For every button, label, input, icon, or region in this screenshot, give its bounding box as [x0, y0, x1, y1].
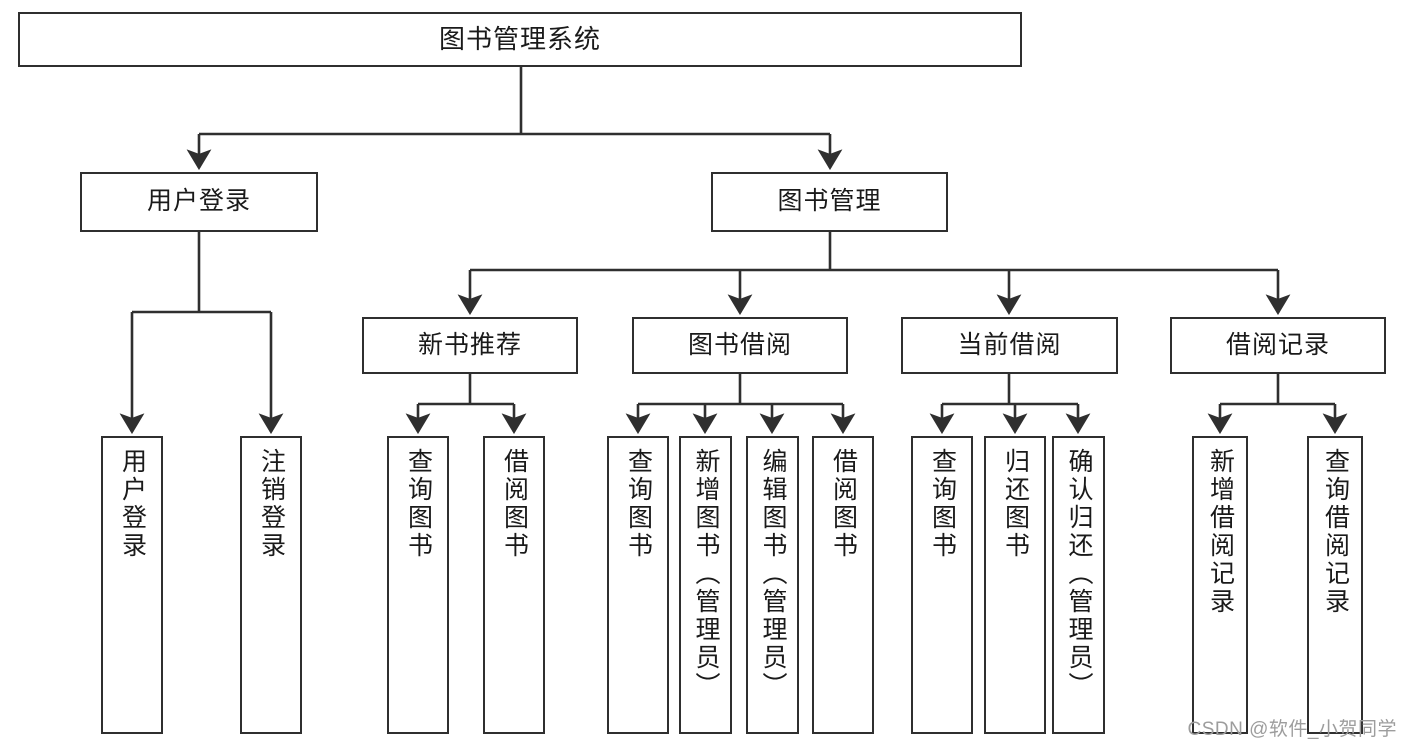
node-root[interactable]: 图书管理系统 — [18, 12, 1022, 67]
node-leaf-borrow-book-2-label: 借阅图书 — [829, 448, 858, 560]
node-leaf-confirm-return[interactable]: 确认归还（管理员） — [1052, 436, 1105, 734]
node-borrow-record[interactable]: 借阅记录 — [1170, 317, 1386, 374]
node-leaf-return-book[interactable]: 归还图书 — [984, 436, 1046, 734]
node-book-borrow-label: 图书借阅 — [687, 330, 792, 359]
node-user-login[interactable]: 用户登录 — [80, 172, 318, 232]
node-leaf-borrow-book-1-label: 借阅图书 — [500, 448, 529, 560]
node-leaf-query-book-3-label: 查询图书 — [928, 448, 957, 560]
node-leaf-query-book-1-label: 查询图书 — [404, 448, 433, 560]
node-leaf-add-record[interactable]: 新增借阅记录 — [1192, 436, 1248, 734]
node-leaf-user-logout[interactable]: 注销登录 — [240, 436, 302, 734]
node-leaf-edit-book[interactable]: 编辑图书（管理员） — [746, 436, 799, 734]
node-leaf-user-logout-label: 注销登录 — [257, 448, 286, 560]
node-leaf-add-book[interactable]: 新增图书（管理员） — [679, 436, 732, 734]
node-current-borrow-label: 当前借阅 — [957, 330, 1062, 359]
node-new-book-recommend-label: 新书推荐 — [417, 330, 522, 359]
node-new-book-recommend[interactable]: 新书推荐 — [362, 317, 578, 374]
node-current-borrow[interactable]: 当前借阅 — [901, 317, 1118, 374]
node-leaf-borrow-book-2[interactable]: 借阅图书 — [812, 436, 874, 734]
node-leaf-return-book-label: 归还图书 — [1001, 448, 1030, 560]
node-book-manage-label: 图书管理 — [777, 187, 882, 216]
node-leaf-query-book-2[interactable]: 查询图书 — [607, 436, 669, 734]
node-root-label: 图书管理系统 — [438, 24, 601, 55]
node-leaf-query-book-3[interactable]: 查询图书 — [911, 436, 973, 734]
node-leaf-query-book-1[interactable]: 查询图书 — [387, 436, 449, 734]
node-leaf-edit-book-label: 编辑图书（管理员） — [759, 448, 787, 700]
node-leaf-add-book-label: 新增图书（管理员） — [692, 448, 720, 700]
node-book-borrow[interactable]: 图书借阅 — [632, 317, 848, 374]
node-leaf-user-login[interactable]: 用户登录 — [101, 436, 163, 734]
node-borrow-record-label: 借阅记录 — [1225, 330, 1330, 359]
node-leaf-query-record[interactable]: 查询借阅记录 — [1307, 436, 1363, 734]
node-leaf-query-book-2-label: 查询图书 — [624, 448, 653, 560]
watermark: CSDN @软件_小贺同学 — [1187, 719, 1397, 740]
node-leaf-confirm-return-label: 确认归还（管理员） — [1065, 448, 1093, 700]
node-leaf-query-record-label: 查询借阅记录 — [1321, 448, 1350, 616]
node-user-login-label: 用户登录 — [146, 187, 251, 216]
node-leaf-add-record-label: 新增借阅记录 — [1206, 448, 1235, 616]
node-leaf-borrow-book-1[interactable]: 借阅图书 — [483, 436, 545, 734]
node-book-manage[interactable]: 图书管理 — [711, 172, 948, 232]
node-leaf-user-login-label: 用户登录 — [118, 448, 147, 560]
